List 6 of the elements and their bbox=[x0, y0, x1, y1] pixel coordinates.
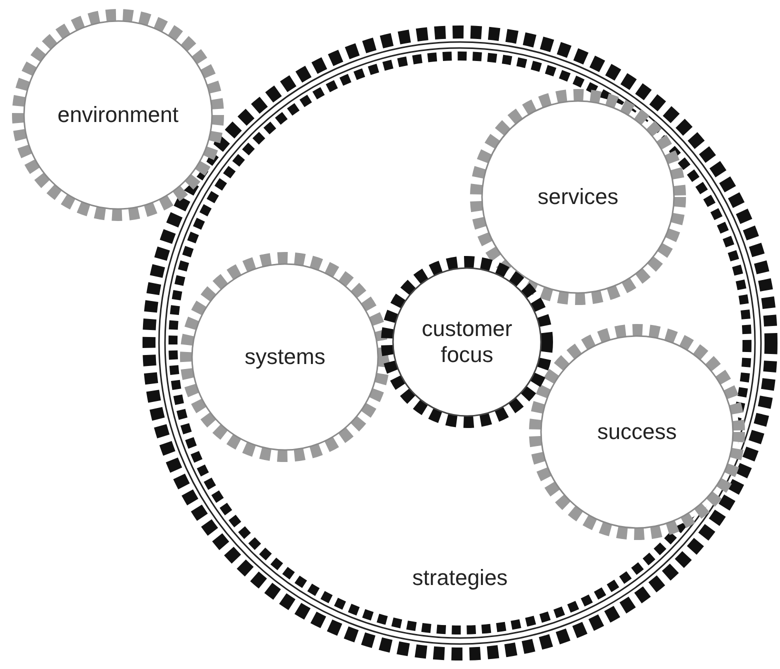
gear-label: environment bbox=[56, 102, 180, 128]
gear-label: customer focus bbox=[420, 316, 514, 368]
gear-label: services bbox=[536, 184, 620, 210]
gear-label: systems bbox=[244, 344, 326, 370]
gear-label: success bbox=[596, 419, 678, 445]
gear-label: strategies bbox=[411, 565, 509, 591]
